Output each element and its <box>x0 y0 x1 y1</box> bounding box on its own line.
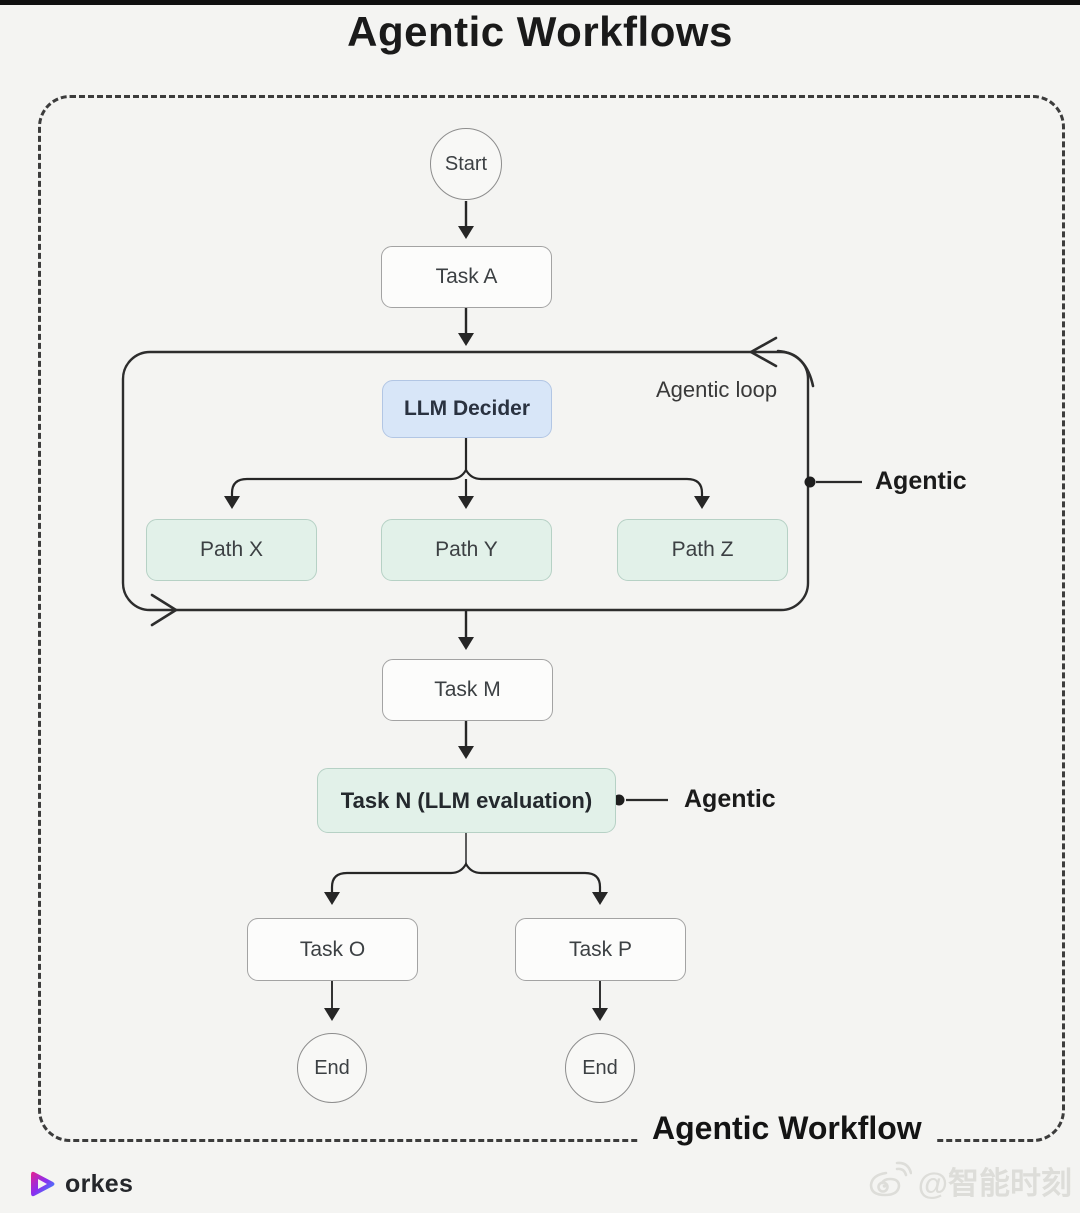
agentic-workflow-caption: Agentic Workflow <box>638 1108 936 1149</box>
node-path-y: Path Y <box>381 519 552 581</box>
weibo-icon <box>869 1161 912 1196</box>
orkes-logo: orkes <box>26 1168 133 1200</box>
node-task-n-label: Task N (LLM evaluation) <box>340 787 593 813</box>
page-title: Agentic Workflows <box>347 8 733 55</box>
fanout-rail-paths <box>230 467 704 505</box>
top-black-bar <box>0 0 1080 5</box>
node-path-z: Path Z <box>617 519 788 581</box>
node-start: Start <box>430 128 502 200</box>
orkes-logo-text: orkes <box>65 1169 134 1198</box>
agentic-label-taskn: Agentic <box>684 785 776 813</box>
node-path-x-label: Path X <box>199 538 264 561</box>
node-end-right: End <box>565 1033 635 1103</box>
orkes-logo-icon <box>31 1171 55 1197</box>
node-path-x: Path X <box>146 519 317 581</box>
node-end-right-label: End <box>582 1056 618 1079</box>
node-path-y-label: Path Y <box>435 538 498 561</box>
agentic-callout-dot-loop <box>804 476 816 488</box>
loop-arrow-hook <box>776 349 815 388</box>
node-task-p: Task P <box>515 918 686 981</box>
node-task-m-label: Task M <box>434 678 501 701</box>
node-task-o: Task O <box>247 918 418 981</box>
node-end-left: End <box>297 1033 367 1103</box>
node-task-a-label: Task A <box>435 265 498 288</box>
agentic-loop-label: Agentic loop <box>656 377 778 402</box>
node-llm-decider: LLM Decider <box>382 380 552 438</box>
node-end-left-label: End <box>314 1056 350 1079</box>
loop-arrow-bottom-left-icon <box>150 593 178 627</box>
loop-arrow-top-right-icon <box>749 336 778 368</box>
watermark-text: @智能时刻 <box>917 1166 1072 1201</box>
agentic-callout-dot-taskn <box>613 794 625 806</box>
node-task-p-label: Task P <box>568 937 633 961</box>
node-task-m: Task M <box>382 659 553 721</box>
node-start-label: Start <box>444 152 488 175</box>
node-task-n: Task N (LLM evaluation) <box>317 768 616 833</box>
workflow-dashed-boundary <box>38 95 1065 1142</box>
node-task-o-label: Task O <box>299 937 366 961</box>
node-llm-decider-label: LLM Decider <box>403 397 531 420</box>
watermark: @智能时刻 <box>866 1158 1072 1203</box>
node-task-a: Task A <box>381 246 552 308</box>
fanout-rail-tasks <box>330 861 602 900</box>
node-path-z-label: Path Z <box>671 538 734 561</box>
agentic-label-loop: Agentic <box>875 467 967 495</box>
